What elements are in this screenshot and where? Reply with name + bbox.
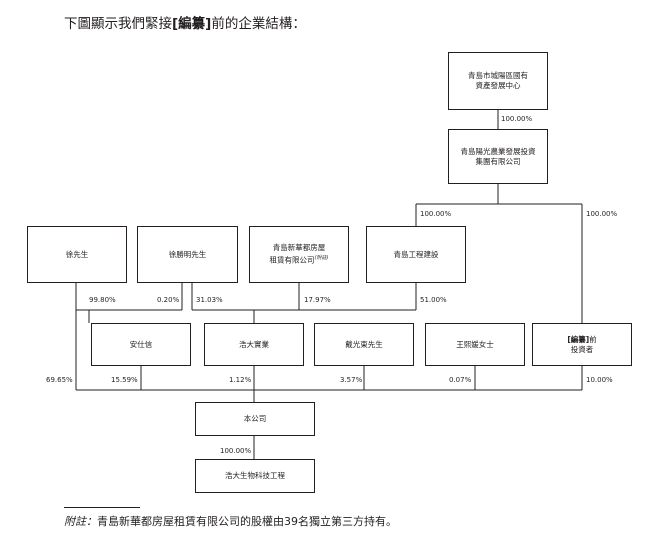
- pct-anshixin-to-company: 15.59%: [111, 376, 138, 384]
- dai-guangdong-label: 戴光東先生: [345, 339, 383, 349]
- preipo-line2: 投資者: [570, 344, 594, 354]
- company-label: 本公司: [243, 414, 267, 423]
- box-dai-guangdong: 戴光東先生: [314, 323, 414, 366]
- pct-engineering-to-haoda: 51.00%: [420, 296, 447, 304]
- intro-text: 下圖顯示我們緊接[編纂]前的企業結構：: [64, 12, 306, 32]
- pct-shengming-to-anshixin: 0.20%: [157, 296, 180, 304]
- wang-xiyuan-label: 王熙媛女士: [456, 339, 494, 349]
- intro-bracket: [編纂]: [172, 16, 212, 32]
- yangguang-center-line2: 資產發展中心: [475, 81, 521, 90]
- yangguang-center-line1: 青島市城陽區國有: [468, 71, 528, 80]
- box-anshixin: 安仕信: [91, 323, 191, 366]
- pct-group-to-engineering: 100.00%: [420, 210, 452, 218]
- qingdao-engineering-label: 青島工程建設: [393, 249, 439, 259]
- pct-company-to-bio: 100.00%: [220, 447, 252, 455]
- haoda-shiye-label: 浩大實業: [239, 339, 269, 349]
- pct-xinhuadu-to-haoda: 17.97%: [304, 296, 331, 304]
- anshixin-label: 安仕信: [129, 339, 153, 349]
- pct-haoda-to-company: 1.12%: [229, 376, 252, 384]
- footnote: 附註：青島新華都房屋租賃有限公司的股權由39名獨立第三方持有。: [64, 513, 397, 529]
- box-xinhuadu: 青島新華都房屋租賃有限公司(附註): [249, 226, 349, 283]
- box-xu-xiansheng: 徐先生: [27, 226, 127, 283]
- box-xu-shengming: 徐勝明先生: [137, 226, 238, 283]
- haoda-bio-label: 浩大生物科技工程: [225, 471, 285, 480]
- box-yangguang-center: 青島市城陽區國有資產發展中心: [448, 52, 548, 110]
- box-yangguang-group: 青島陽光農業發展投資集團有限公司: [448, 129, 548, 184]
- box-preipo-investor: [編纂]前投資者: [532, 323, 632, 366]
- box-wang-xiyuan: 王熙媛女士: [425, 323, 525, 366]
- pct-xu-to-anshixin: 99.80%: [89, 296, 116, 304]
- box-haoda-shiye: 浩大實業: [204, 323, 304, 366]
- yangguang-group-line1: 青島陽光農業發展投資: [460, 146, 536, 156]
- xinhuadu-line1: 青島新華都房屋: [272, 243, 326, 253]
- footnote-text: 青島新華都房屋租賃有限公司的股權由39名獨立第三方持有。: [97, 515, 397, 528]
- pct-shengming-to-haoda: 31.03%: [196, 296, 223, 304]
- pct-center-to-group: 100.00%: [501, 115, 533, 123]
- box-qingdao-engineering: 青島工程建設: [366, 226, 466, 283]
- xu-shengming-label: 徐勝明先生: [168, 249, 207, 259]
- pct-wang-to-company: 0.07%: [449, 376, 472, 384]
- pct-dai-to-company: 3.57%: [340, 376, 363, 384]
- preipo-bracket: [編纂]: [567, 334, 590, 344]
- preipo-suffix: 前: [589, 334, 597, 344]
- intro-prefix: 下圖顯示我們緊接: [64, 16, 172, 32]
- pct-group-to-preipo: 100.00%: [586, 210, 618, 218]
- note-divider: [64, 507, 140, 508]
- footnote-label: 附註：: [64, 515, 97, 528]
- pct-preipo-to-company: 10.00%: [586, 376, 613, 384]
- box-company: 本公司: [195, 402, 315, 436]
- pct-xu-to-company: 69.65%: [46, 376, 73, 384]
- yangguang-group-line2: 集團有限公司: [475, 156, 521, 166]
- xinhuadu-line2: 租賃有限公司: [269, 255, 315, 265]
- xinhuadu-note-mark: (附註): [314, 255, 329, 262]
- intro-suffix: 前的企業結構：: [211, 16, 306, 32]
- xu-xiansheng-label: 徐先生: [65, 249, 89, 259]
- box-haoda-bio: 浩大生物科技工程: [195, 459, 315, 493]
